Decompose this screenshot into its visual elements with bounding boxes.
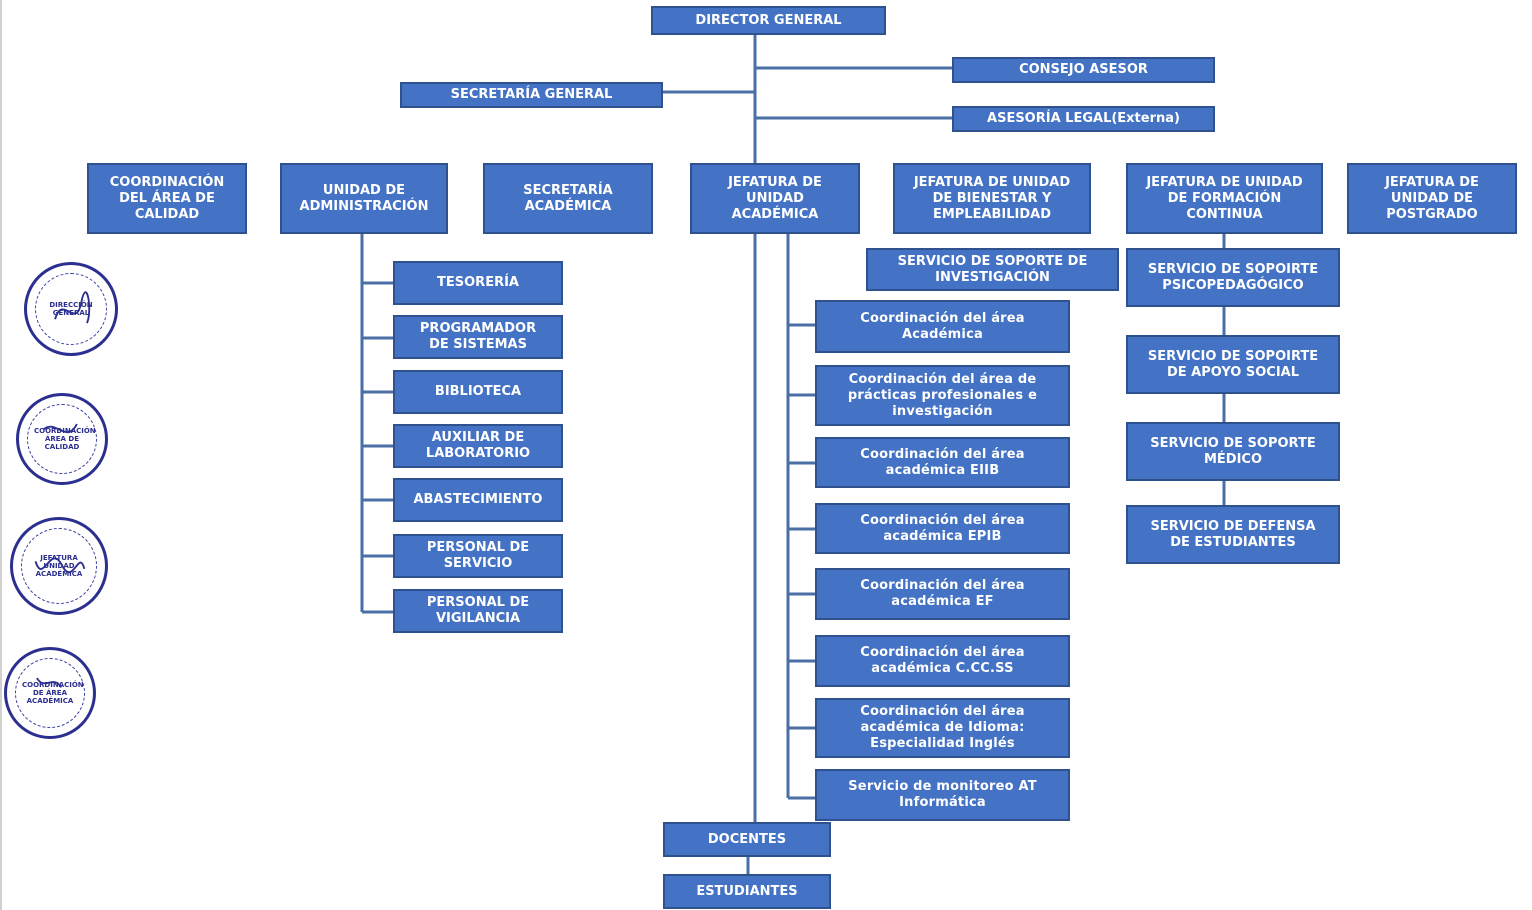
signature-scribble-icon [54, 291, 91, 324]
node-defensa-estudiantes: SERVICIO DE DEFENSA DE ESTUDIANTES [1126, 505, 1340, 564]
stamp-text: DIRECCIÓN GENERAL [49, 301, 93, 317]
node-tesoreria: TESORERÍA [393, 261, 563, 305]
signature-scribble-icon [42, 423, 78, 434]
stamp-seal-direccion: DIRECCIÓN GENERAL [24, 262, 118, 356]
stamp-text: COORDINACIÓN ÁREA DE CALIDAD [34, 427, 96, 451]
node-abastecimiento: ABASTECIMIENTO [393, 478, 563, 522]
node-coordinacion-ef: Coordinación del área académica EF [815, 568, 1070, 620]
page-edge [0, 0, 2, 910]
stamp-text: COORDINACIÓN DE ÁREA ACADÉMICA [22, 681, 84, 705]
node-servicio-monitoreo: Servicio de monitoreo AT Informática [815, 769, 1070, 821]
node-coordinacion-idioma: Coordinación del área académica de Idiom… [815, 698, 1070, 758]
signature-scribble-icon [34, 557, 86, 574]
stamp-seal-calidad: COORDINACIÓN ÁREA DE CALIDAD [16, 393, 108, 485]
node-secretaria-general: SECRETARÍA GENERAL [400, 82, 663, 108]
node-jefatura-postgrado: JEFATURA DE UNIDAD DE POSTGRADO [1347, 163, 1517, 234]
stamp-seal-academica: JEFATURA UNIDAD ACADÉMICA [10, 517, 108, 615]
node-coordinacion-calidad: COORDINACIÓN DEL ÁREA DE CALIDAD [87, 163, 247, 234]
node-estudiantes: ESTUDIANTES [663, 874, 831, 909]
signature-scribble-icon [36, 677, 63, 688]
node-jefatura-bienestar: JEFATURA DE UNIDAD DE BIENESTAR Y EMPLEA… [893, 163, 1091, 234]
node-soporte-investigacion: SERVICIO DE SOPORTE DE INVESTIGACIÓN [866, 248, 1119, 291]
node-soporte-psicopedagogico: SERVICIO DE SOPOIRTE PSICOPEDAGÓGICO [1126, 248, 1340, 307]
node-jefatura-formacion: JEFATURA DE UNIDAD DE FORMACIÓN CONTINUA [1126, 163, 1323, 234]
node-consejo-asesor: CONSEJO ASESOR [952, 57, 1215, 83]
node-programador-sistemas: PROGRAMADOR DE SISTEMAS [393, 315, 563, 359]
node-jefatura-academica: JEFATURA DE UNIDAD ACADÉMICA [690, 163, 860, 234]
node-director-general: DIRECTOR GENERAL [651, 6, 886, 35]
node-secretaria-academica: SECRETARÍA ACADÉMICA [483, 163, 653, 234]
node-soporte-apoyo-social: SERVICIO DE SOPOIRTE DE APOYO SOCIAL [1126, 335, 1340, 394]
node-personal-vigilancia: PERSONAL DE VIGILANCIA [393, 589, 563, 633]
node-asesoria-legal: ASESORÍA LEGAL(Externa) [952, 106, 1215, 132]
node-coordinacion-practicas: Coordinación del área de prácticas profe… [815, 365, 1070, 426]
stamp-text: JEFATURA UNIDAD ACADÉMICA [35, 554, 83, 578]
node-unidad-administracion: UNIDAD DE ADMINISTRACIÓN [280, 163, 448, 234]
node-personal-servicio: PERSONAL DE SERVICIO [393, 534, 563, 578]
node-biblioteca: BIBLIOTECA [393, 370, 563, 414]
node-docentes: DOCENTES [663, 822, 831, 857]
stamp-seal-coordinacion: COORDINACIÓN DE ÁREA ACADÉMICA [4, 647, 96, 739]
node-coordinacion-eiib: Coordinación del área académica EIIB [815, 437, 1070, 488]
node-coordinacion-academica: Coordinación del área Académica [815, 300, 1070, 353]
node-auxiliar-laboratorio: AUXILIAR DE LABORATORIO [393, 424, 563, 468]
node-coordinacion-ccss: Coordinación del área académica C.CC.SS [815, 635, 1070, 687]
node-coordinacion-epib: Coordinación del área académica EPIB [815, 503, 1070, 554]
node-soporte-medico: SERVICIO DE SOPORTE MÉDICO [1126, 422, 1340, 481]
